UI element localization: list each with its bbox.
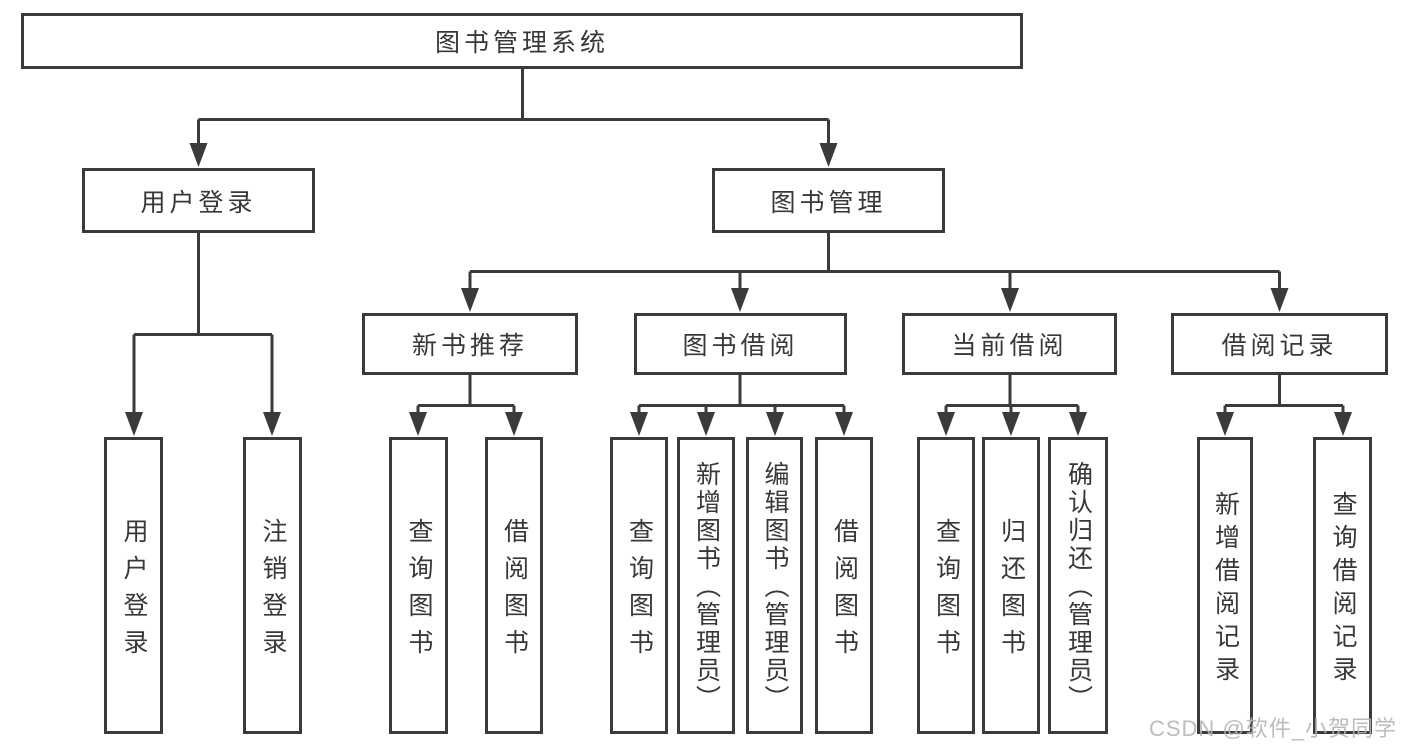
node-leaf-query-books-2: 查询图书: [610, 437, 668, 734]
node-borrowing-records: 借阅记录: [1171, 313, 1388, 375]
node-leaf-query-borrow-record: 查询借阅记录: [1313, 437, 1372, 734]
node-leaf-add-borrow-record: 新增借阅记录: [1197, 437, 1253, 734]
node-leaf-return-books: 归还图书: [982, 437, 1040, 734]
node-leaf-edit-books-admin: 编辑图书（管理员）: [746, 437, 803, 734]
node-label: 新书推荐: [411, 332, 528, 360]
node-leaf-confirm-return-admin: 确认归还（管理员）: [1048, 437, 1108, 734]
arrowheads: [125, 143, 1352, 436]
node-leaf-logout: 注销登录: [243, 437, 302, 734]
node-leaf-query-books-1: 查询图书: [389, 437, 448, 734]
node-leaf-user-login: 用户登录: [104, 437, 163, 734]
node-leaf-add-books-admin: 新增图书（管理员）: [677, 437, 735, 734]
node-label: 查询图书: [405, 517, 433, 666]
node-leaf-borrow-books-2: 借阅图书: [815, 437, 873, 734]
node-current-borrowing: 当前借阅: [902, 313, 1117, 375]
node-new-book-recommend: 新书推荐: [362, 313, 578, 375]
node-book-borrowing: 图书借阅: [634, 313, 847, 375]
node-label: 借阅记录: [1221, 332, 1338, 360]
node-leaf-query-books-3: 查询图书: [917, 437, 975, 734]
node-book-management: 图书管理: [712, 168, 945, 233]
node-label: 查询图书: [625, 517, 654, 666]
node-label: 图书借阅: [682, 332, 799, 360]
node-label: 图书管理系统: [434, 29, 609, 57]
node-label: 图书管理: [770, 188, 887, 217]
node-user-login: 用户登录: [82, 168, 315, 233]
node-label: 查询借阅记录: [1329, 490, 1357, 689]
csdn-watermark: CSDN @软件_小贺同学: [1148, 716, 1397, 741]
node-label: 借阅图书: [830, 517, 859, 666]
node-label: 用户登录: [140, 188, 257, 217]
node-label: 用户登录: [120, 517, 148, 666]
node-label: 借阅图书: [500, 517, 529, 666]
node-leaf-borrow-books-1: 借阅图书: [485, 437, 543, 734]
node-library-system: 图书管理系统: [21, 13, 1023, 69]
node-label: 注销登录: [259, 517, 287, 666]
node-label: 查询图书: [932, 517, 961, 666]
node-label: 归还图书: [997, 517, 1026, 666]
node-label: 新增图书（管理员）: [692, 461, 721, 713]
node-label: 确认归还（管理员）: [1064, 461, 1093, 713]
node-label: 编辑图书（管理员）: [761, 461, 789, 713]
node-label: 新增借阅记录: [1211, 490, 1240, 689]
node-label: 当前借阅: [951, 332, 1068, 360]
